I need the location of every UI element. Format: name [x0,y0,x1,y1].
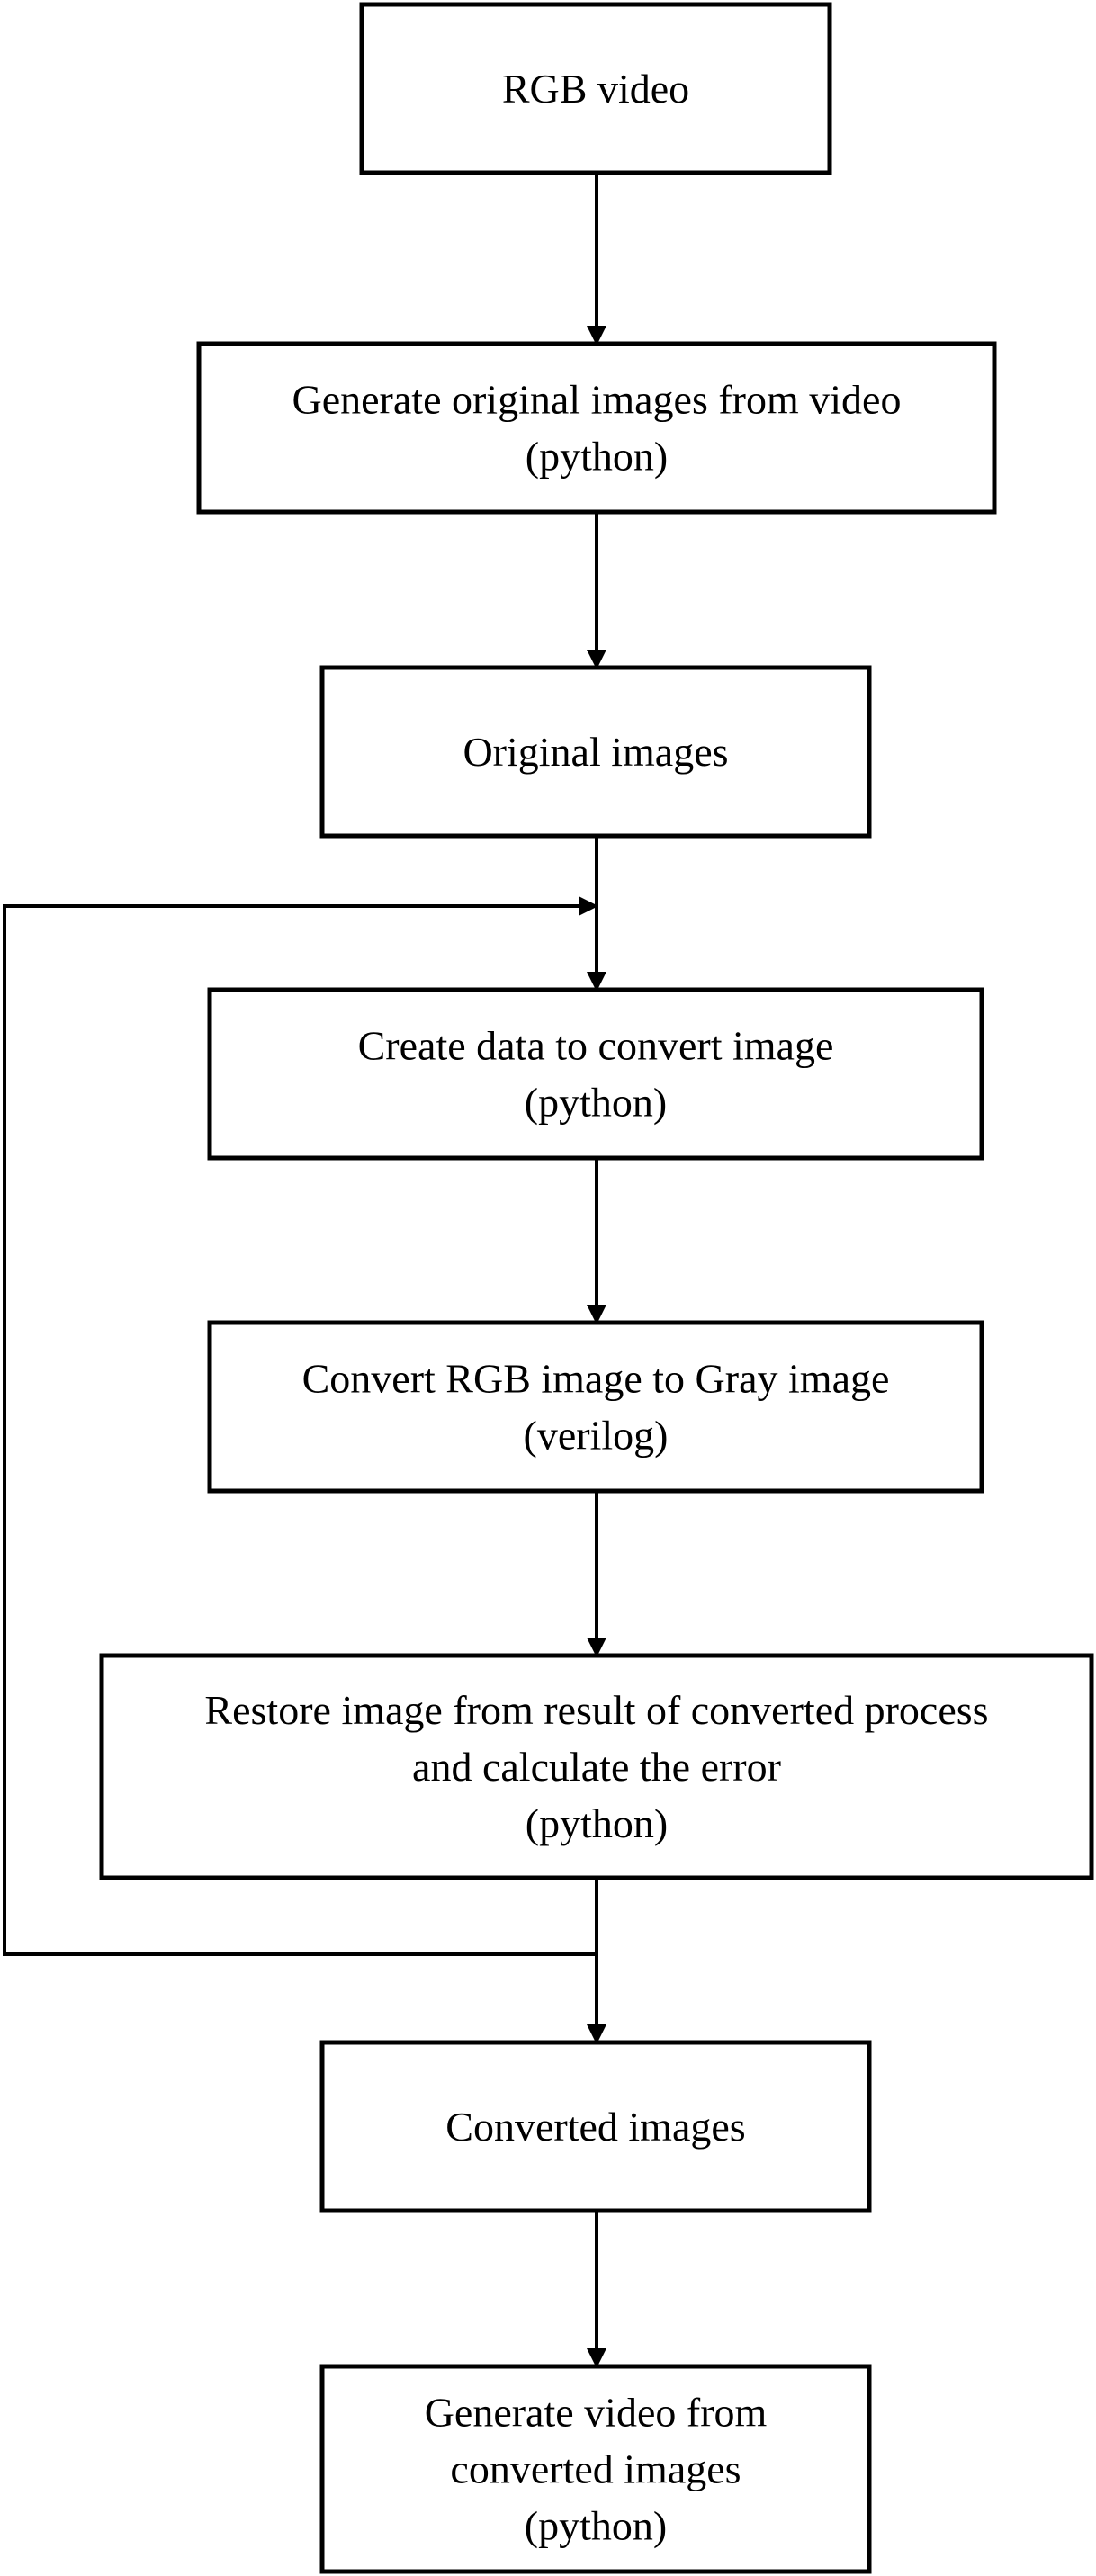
edge-feedback-loop [3,896,598,1956]
node-label-line: (python) [526,1800,668,1846]
node-box [99,1653,1094,1880]
node-box [207,1320,984,1494]
node-box [207,987,984,1161]
node-box [196,341,997,515]
node-label-line: Generate original images from video [292,377,902,423]
node-label-line: (python) [526,434,668,480]
node-rgb-video: RGB video [359,2,832,175]
edges-layer [3,173,606,2368]
node-label-line: (verilog) [524,1413,669,1459]
node-convert-rgb-gray: Convert RGB image to Gray image (verilog) [207,1320,984,1494]
node-generate-original-images: Generate original images from video (pyth… [196,341,997,515]
node-label-line: (python) [525,1080,667,1126]
node-label-line: and calculate the error [412,1744,781,1790]
node-restore-image: Restore image from result of converted p… [99,1653,1094,1880]
node-original-images: Original images [319,665,872,839]
node-label-line: Generate video from [425,2390,768,2436]
node-label-line: Convert RGB image to Gray image [302,1356,890,1402]
node-create-data: Create data to convert image (python) [207,987,984,1161]
node-label-line: RGB video [502,66,689,112]
node-label-line: Create data to convert image [358,1023,834,1069]
node-box [319,2040,872,2213]
node-box [319,665,872,839]
node-label-line: Converted images [445,2104,745,2150]
node-converted-images: Converted images [319,2040,872,2213]
node-generate-video: Generate video from converted images (pyth… [319,2364,872,2574]
node-label-line: Restore image from result of converted p… [204,1687,988,1733]
node-label-line: converted images [450,2446,741,2492]
node-label-line: (python) [525,2503,667,2549]
node-label-line: Original images [463,729,728,775]
node-box [359,2,832,175]
node-box [319,2364,872,2574]
